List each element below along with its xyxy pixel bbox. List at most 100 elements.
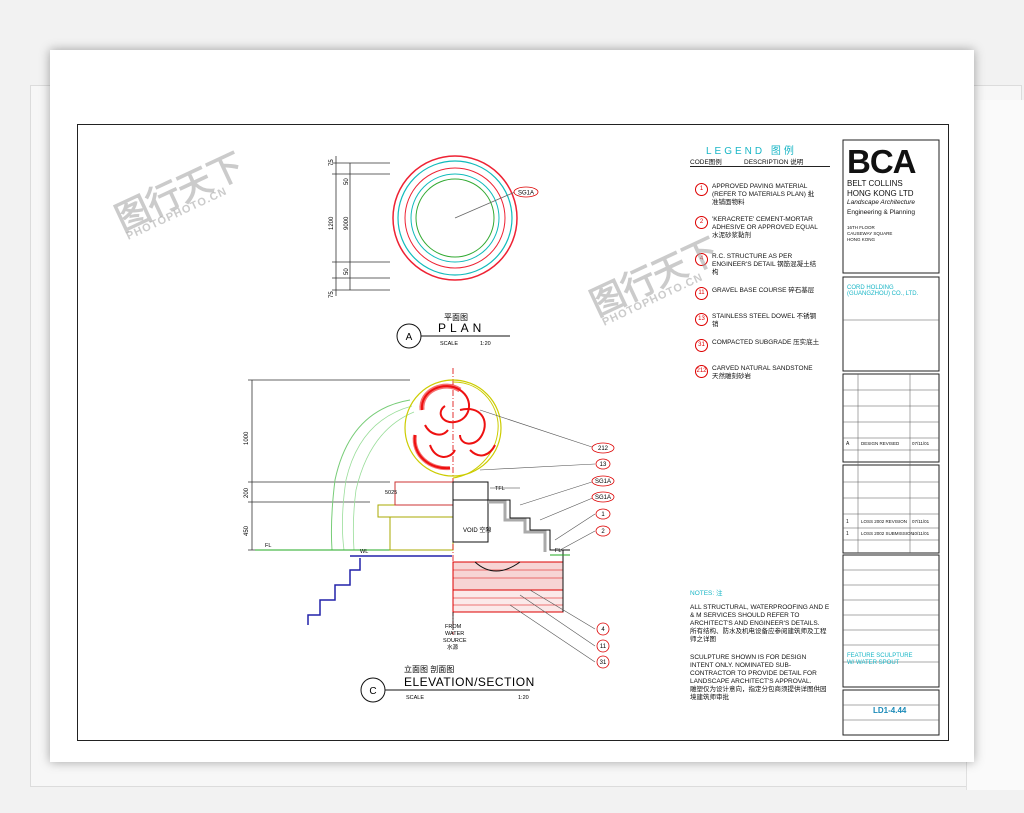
elev-fl-left: FL — [265, 543, 271, 549]
callout-tag — [591, 475, 615, 487]
subgrade-layer — [452, 589, 564, 613]
legend-item: 4 R.C. STRUCTURE AS PER ENGINEER'S DETAIL… — [695, 253, 820, 277]
company-block: BCA BELT COLLINS HONG KONG LTD Landscape… — [847, 145, 936, 243]
legend-text: R.C. STRUCTURE AS PER ENGINEER'S DETAIL … — [712, 253, 817, 276]
plan-dim-5: 75 — [329, 291, 335, 298]
legend-num: 31 — [695, 339, 708, 352]
callout-tag — [595, 508, 611, 520]
revision-date: 07/11/01 — [912, 441, 930, 446]
title-block-frame — [842, 139, 940, 736]
revision-rev: 1 — [846, 531, 849, 537]
legend-item: 2'KERACRETE' CEMENT-MORTAR ADHESIVE OR A… — [695, 216, 820, 240]
plan-tag-sg1a — [513, 186, 539, 198]
callout-tag — [596, 655, 610, 669]
plan-dim-1: 50 — [344, 178, 350, 185]
legend-item: 212 CARVED NATURAL SANDSTONE 天然雕刻砂岩 — [695, 365, 820, 381]
drawing-frame — [77, 124, 949, 741]
revision-desc: LOSS 2002 SUBMISSION — [861, 531, 914, 536]
pool-steps — [307, 558, 361, 625]
title-block-rows — [843, 319, 939, 721]
revision-desc: DESIGN REVISED — [861, 441, 900, 446]
elev-title: ELEVATION/SECTION — [404, 675, 535, 689]
address-line: 16TH FLOOR — [847, 225, 875, 230]
callout-tag — [591, 491, 615, 503]
drawing-sheet: SG1A 75 50 1200 9000 50 75 A 平面图 PLAN — [50, 50, 974, 762]
elev-dim-5025: 5025 — [385, 490, 397, 496]
plan-title-cn: 平面图 — [444, 313, 468, 322]
gravel-layer — [452, 561, 564, 591]
elev-fl-right: FL — [555, 548, 561, 554]
background-sheet-edge — [966, 100, 1024, 790]
elev-scale-label: SCALE — [406, 695, 424, 701]
revision-rev: A — [846, 441, 850, 447]
company-address: 16TH FLOOR CAUSEWAY SQUARE HONG KONG — [847, 225, 936, 243]
plan-dim-0: 75 — [329, 159, 335, 166]
callout-tag-text: 1 — [601, 512, 605, 518]
callout-tag — [595, 525, 611, 537]
callout-tag-text: 2 — [601, 529, 605, 535]
void-cavity — [452, 481, 489, 543]
note-line: 雕塑仅为设计意向，指定分包商须提供详图供园境建筑师审批 — [690, 686, 827, 701]
callout-tag-text: 212 — [598, 446, 609, 452]
drawing-title: FEATURE SCULPTURE W/ WATER SPOUT — [847, 653, 937, 667]
revision-date: 10/11/01 — [912, 531, 930, 536]
notes-block: NOTES: 注 ALL STRUCTURAL, WATERPROOFING A… — [690, 590, 830, 702]
legend-item: 11 GRAVEL BASE COURSE 碎石基层 — [695, 287, 820, 300]
pedestal-cap — [394, 481, 454, 506]
callout-tag-text: 11 — [600, 644, 607, 650]
plan-ring-3 — [404, 167, 506, 269]
plan-marker: A — [406, 332, 413, 343]
pedestal-body — [389, 516, 454, 551]
address-line: HONG KONG — [847, 237, 876, 242]
company-name-2: HONG KONG LTD — [847, 188, 914, 198]
callout-tag-text: 4 — [601, 627, 605, 633]
legend-text: CARVED NATURAL SANDSTONE 天然雕刻砂岩 — [712, 365, 813, 380]
legend-text: 'KERACRETE' CEMENT-MORTAR ADHESIVE OR AP… — [712, 216, 818, 239]
company-logo: BCA — [847, 143, 917, 180]
callout-tag — [596, 639, 610, 653]
void-label: VOID 空隙 — [463, 526, 491, 534]
plan-ring-5 — [415, 178, 495, 258]
legend-num: 11 — [695, 287, 708, 300]
callout-tag-text: SG1A — [595, 479, 611, 485]
legend-num: 13 — [695, 313, 708, 326]
cad-drawing: SG1A 75 50 1200 9000 50 75 A 平面图 PLAN — [244, 139, 940, 736]
pedestal-top — [377, 504, 454, 518]
legend-col-code: CODE图例 — [690, 159, 722, 166]
callout-tag — [596, 622, 610, 636]
callout-tag-text: 13 — [600, 462, 607, 468]
address-line: CAUSEWAY SQUARE — [847, 231, 893, 236]
notes-title: NOTES: 注 — [690, 590, 723, 597]
drawing-number: LD1-4.44 — [873, 706, 907, 715]
elevation-view: 1000 200 450 FL WL 5025 — [244, 368, 615, 703]
note-line: 所有结构、防水及机电设备应参阅建筑师及工程师之详图 — [690, 628, 827, 643]
elev-marker: C — [369, 686, 376, 697]
elev-dim-2: 450 — [244, 525, 250, 536]
callout-tag-text: 31 — [600, 660, 607, 666]
legend-num: 212 — [695, 365, 708, 378]
revision-date: 07/11/01 — [912, 519, 930, 524]
legend-title: LEGEND 图例 — [706, 146, 797, 157]
plan-dim-4: 50 — [344, 268, 350, 275]
water-source-2: SOURCE — [443, 638, 467, 644]
legend-header: CODE图例 DESCRIPTION 说明 — [690, 156, 830, 167]
elev-dim-1: 200 — [244, 487, 250, 498]
sculpture-outline — [404, 379, 502, 477]
water-source-1: WATER — [445, 631, 464, 637]
section-steps — [453, 499, 570, 551]
drawing-title-line: FEATURE SCULPTURE — [847, 653, 913, 659]
revision-desc: LOSS 2002 REVISION — [861, 519, 908, 524]
revision-rev: 1 — [846, 519, 849, 525]
elev-scale-value: 1:20 — [518, 695, 529, 701]
drawing-title-line: W/ WATER SPOUT — [847, 660, 900, 666]
plan-title: PLAN — [438, 321, 485, 335]
legend-text: GRAVEL BASE COURSE 碎石基层 — [712, 287, 815, 294]
water-source-3: 水源 — [447, 643, 459, 651]
elev-dim-0: 1000 — [244, 431, 250, 445]
callout-tag — [595, 458, 611, 470]
legend-num: 4 — [695, 253, 708, 266]
